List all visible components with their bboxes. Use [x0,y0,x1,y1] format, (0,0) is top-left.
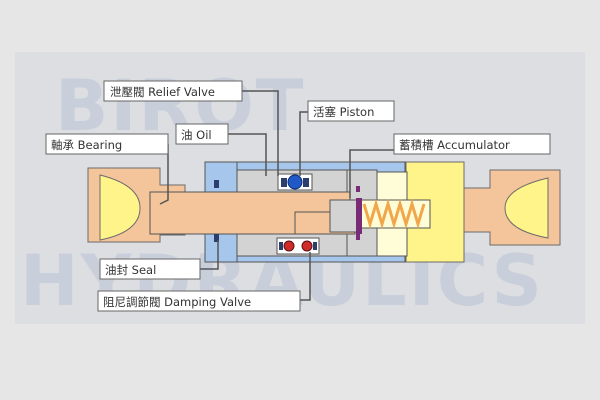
right-rod-end [461,169,561,246]
label-oil: 油 Oil [175,123,229,145]
relief-valve [277,173,313,191]
label-bearing: 軸承 Bearing [45,133,169,155]
label-accumulator: 蓄積槽 Accumulator [393,133,551,155]
label-piston-text: 活塞 Piston [313,105,374,119]
left-bearing-ball [99,174,141,241]
label-damping-valve-text: 阻尼調節閥 Damping Valve [103,295,251,309]
right-bearing-ball [504,177,549,239]
piston-seal-dot-bottom [356,234,360,240]
piston-seal-ring [356,198,362,234]
label-damping-valve: 阻尼調節閥 Damping Valve [97,290,301,312]
label-relief-valve-text: 泄壓閥 Relief Valve [110,85,215,99]
seal-bottom [214,234,219,242]
label-piston: 活塞 Piston [307,100,395,122]
label-seal: 油封 Seal [99,258,201,280]
seal-top [214,180,219,188]
left-rod-end [87,167,186,243]
damping-valve [276,237,320,255]
piston [329,199,359,233]
accumulator-spring [362,198,426,230]
label-oil-text: 油 Oil [181,128,212,142]
label-accumulator-text: 蓄積槽 Accumulator [399,138,510,152]
piston-seal-dot-top [356,186,360,192]
label-bearing-text: 軸承 Bearing [51,138,122,152]
label-seal-text: 油封 Seal [105,263,156,277]
label-relief-valve: 泄壓閥 Relief Valve [103,80,243,102]
